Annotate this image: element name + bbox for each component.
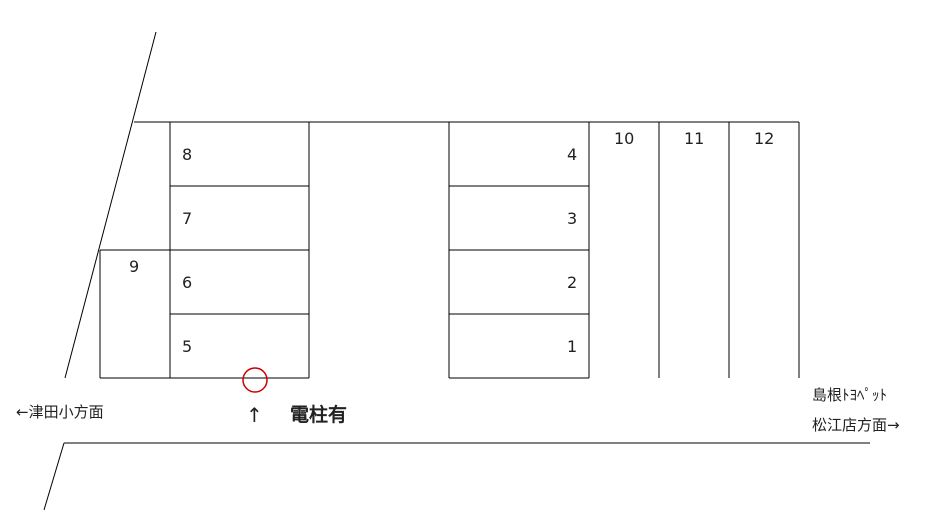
left-boundary-lower <box>43 442 65 511</box>
stall-number-6: 6 <box>182 273 192 292</box>
right-stall-block <box>448 122 590 379</box>
stall-number-8: 8 <box>182 145 192 164</box>
up-arrow-icon: ↑ <box>246 403 263 427</box>
stall-number-10: 10 <box>614 129 634 148</box>
stall-number-7: 7 <box>182 209 192 228</box>
stall-number-9: 9 <box>129 257 139 276</box>
stall-number-4: 4 <box>567 145 577 164</box>
left-direction-label: ←津田小方面 <box>16 403 104 421</box>
left-stall-block <box>99 122 310 379</box>
stall-number-1: 1 <box>567 337 577 356</box>
stall-number-3: 3 <box>567 209 577 228</box>
stall-number-11: 11 <box>684 129 704 148</box>
stall-number-2: 2 <box>567 273 577 292</box>
right-direction-label-line2: 松江店方面→ <box>812 416 900 434</box>
stall-number-5: 5 <box>182 337 192 356</box>
utility-pole-icon <box>242 367 268 393</box>
stall-number-12: 12 <box>754 129 774 148</box>
vertical-stall-block <box>658 122 800 378</box>
utility-pole-label: 電柱有 <box>290 403 347 426</box>
left-boundary-upper <box>64 31 157 379</box>
right-direction-label-line1: 島根ﾄﾖﾍﾟｯﾄ <box>812 386 887 404</box>
